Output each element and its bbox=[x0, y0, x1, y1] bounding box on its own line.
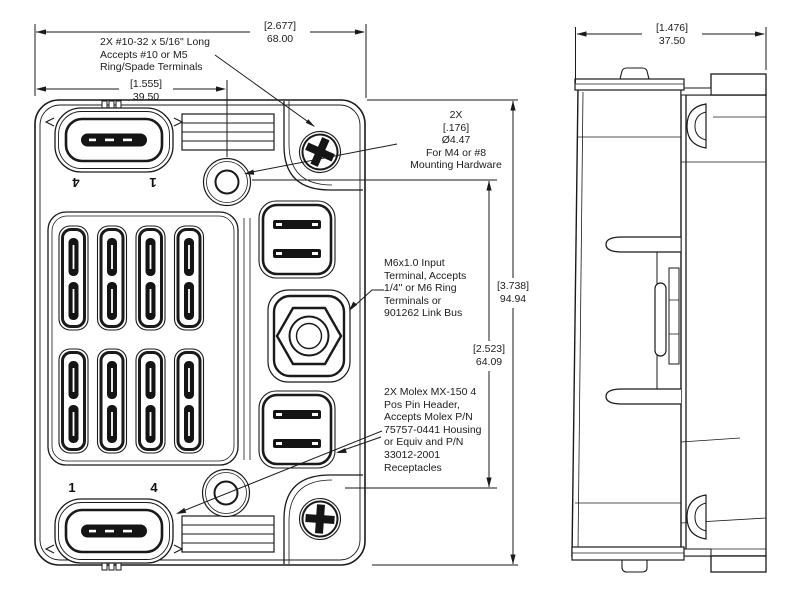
fuse-slot bbox=[57, 224, 90, 332]
callout-terminal-screws: 2X #10-32 x 5/16" Long Accepts #10 or M5… bbox=[100, 36, 210, 74]
dim-inner-width-mm: 39.50 bbox=[132, 90, 160, 103]
dimension-front-height: [3.738] 94.94 bbox=[481, 280, 545, 305]
fuse-slot bbox=[173, 347, 205, 455]
dim-front-height-in: [3.738] bbox=[496, 280, 530, 292]
pin-label-bottom-right: 4 bbox=[150, 480, 158, 495]
pin-label-top-left: 4 bbox=[72, 175, 80, 190]
mounting-hole-bottom bbox=[201, 468, 251, 518]
dimension-lines bbox=[34, 24, 767, 566]
terminal-screw-bottom bbox=[297, 496, 343, 542]
fuse-slot bbox=[96, 224, 128, 332]
fuse-platform bbox=[47, 211, 239, 466]
dim-front-width-mm: 68.00 bbox=[266, 32, 294, 45]
callout-mounting-holes: 2X [.176] Ø4.47 For M4 or #8 Mounting Ha… bbox=[410, 109, 502, 172]
side-terminal-channel bbox=[654, 252, 680, 389]
pin-label-bottom-left: 1 bbox=[68, 480, 76, 495]
front-body-outline bbox=[34, 99, 366, 566]
side-view bbox=[571, 67, 767, 573]
vent-bottom bbox=[181, 515, 275, 553]
dim-front-height-mm: 94.94 bbox=[499, 292, 527, 305]
side-hook-bottom bbox=[605, 388, 681, 405]
fuse-slot bbox=[134, 224, 167, 332]
fuse-slot bbox=[134, 347, 167, 455]
fuse-slot bbox=[57, 347, 90, 455]
leader-input-terminal bbox=[350, 289, 384, 310]
leader-terminal-screws bbox=[214, 54, 315, 127]
dim-front-width-in: [2.677] bbox=[263, 20, 297, 32]
dimension-side-width: [1.476] 37.50 bbox=[637, 22, 707, 47]
front-view bbox=[34, 99, 366, 572]
side-hook-top bbox=[605, 236, 681, 253]
molex-header-bottom bbox=[257, 389, 337, 470]
fuse-slots bbox=[57, 224, 205, 455]
fuse-slot bbox=[96, 347, 128, 455]
callout-molex-header: 2X Molex MX-150 4 Pos Pin Header, Accept… bbox=[384, 386, 482, 474]
terminal-screw-top bbox=[291, 123, 349, 181]
pin-label-top-right: 1 bbox=[149, 175, 157, 190]
screw-boss-top bbox=[283, 101, 363, 191]
mx150-connector-bottom bbox=[44, 497, 184, 572]
callout-input-terminal: M6x1.0 Input Terminal, Accepts 1/4" or M… bbox=[384, 257, 467, 320]
dimension-front-width: [2.677] 68.00 bbox=[247, 20, 313, 45]
leader-mounting-holes bbox=[246, 143, 398, 174]
dimension-front-inner-width: [1.555] 39.50 bbox=[113, 78, 179, 103]
mounting-hole-top bbox=[202, 157, 252, 207]
dimension-hole-spacing: [2.523] 64.09 bbox=[457, 343, 521, 368]
vent-top bbox=[181, 113, 275, 151]
dim-hole-spacing-mm: 64.09 bbox=[475, 355, 503, 368]
dim-hole-spacing-in: [2.523] bbox=[472, 343, 506, 355]
dim-side-width-in: [1.476] bbox=[655, 22, 689, 34]
leader-molex-long bbox=[177, 430, 383, 514]
dim-inner-width-in: [1.555] bbox=[129, 78, 163, 90]
screw-boss-bottom bbox=[283, 474, 363, 564]
molex-header-top bbox=[257, 199, 337, 280]
input-terminal bbox=[267, 289, 351, 383]
mx150-connector-top bbox=[44, 99, 184, 174]
side-plate bbox=[685, 94, 767, 557]
fuse-slot bbox=[173, 224, 205, 332]
dim-side-width-mm: 37.50 bbox=[658, 34, 686, 47]
